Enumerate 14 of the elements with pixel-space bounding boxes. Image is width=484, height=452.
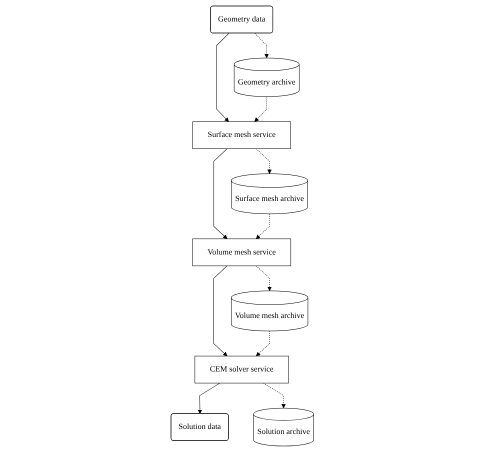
arrow xyxy=(256,266,272,292)
node-box: Volume mesh service xyxy=(192,238,291,266)
arrow xyxy=(216,33,229,122)
node-box: CEM solver service xyxy=(194,356,288,384)
arrow xyxy=(213,266,228,356)
arrow xyxy=(254,96,267,122)
arrow xyxy=(256,214,270,240)
arrow xyxy=(256,330,270,356)
arrow xyxy=(213,148,228,240)
arrow xyxy=(262,382,286,408)
arrow xyxy=(254,33,269,58)
arrow xyxy=(197,382,220,414)
node-box: Surface mesh service xyxy=(192,121,291,149)
arrow xyxy=(256,148,272,174)
